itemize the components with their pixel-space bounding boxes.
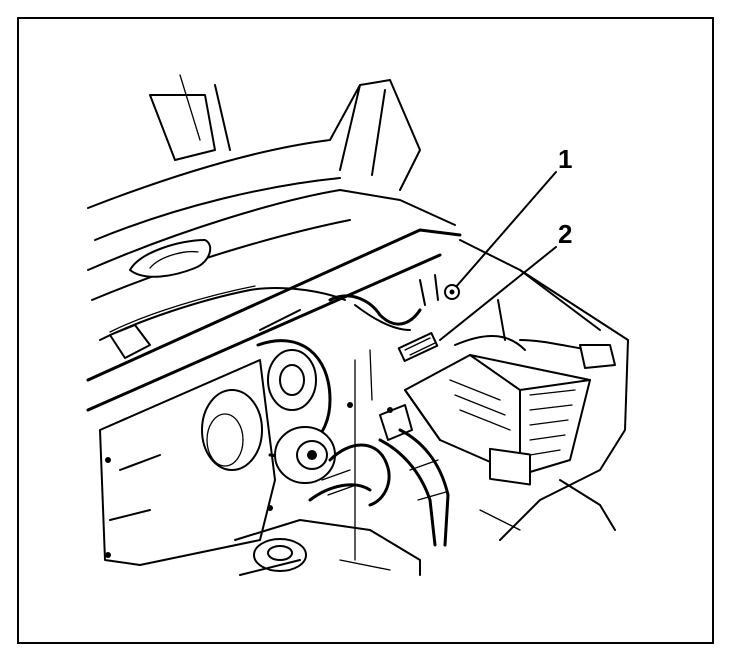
wiring-harness (328, 274, 616, 369)
bolt (397, 332, 439, 362)
harness-connector-right (579, 344, 616, 369)
harness-connector (109, 324, 151, 359)
junction-block (404, 354, 591, 486)
coolant-hoses (308, 428, 450, 547)
idler-pulley (267, 349, 317, 411)
detail-lines (347, 349, 413, 561)
callout-1-label: 1 (558, 144, 572, 174)
callout-2-leader (439, 246, 557, 341)
support-brace (86, 228, 462, 412)
callout-1-leader (454, 171, 557, 289)
accessory-drive (256, 339, 336, 484)
engine-cover (99, 359, 276, 566)
lower-bracket (234, 519, 421, 576)
fender-apron (459, 239, 629, 541)
hood (87, 74, 421, 241)
callout-2-label: 2 (558, 219, 572, 249)
mount-boss (253, 538, 307, 572)
callout-1: 1 (444, 144, 572, 300)
callout-2: 2 (397, 219, 572, 362)
cowl-panel (87, 189, 456, 301)
